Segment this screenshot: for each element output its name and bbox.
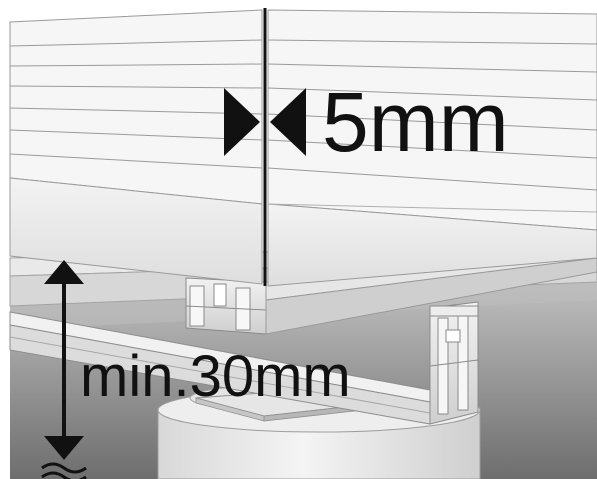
deck-board-right <box>267 9 597 287</box>
main-rail <box>9 311 431 425</box>
rail-profile-right <box>429 301 479 425</box>
gap-arrows-icon <box>224 88 306 156</box>
break-symbol-icon <box>41 462 87 479</box>
gap-label: 5mm <box>322 75 509 169</box>
height-label: min.30mm <box>80 344 351 409</box>
height-dimension-arrow <box>44 260 84 460</box>
deck-board-left <box>9 9 263 285</box>
